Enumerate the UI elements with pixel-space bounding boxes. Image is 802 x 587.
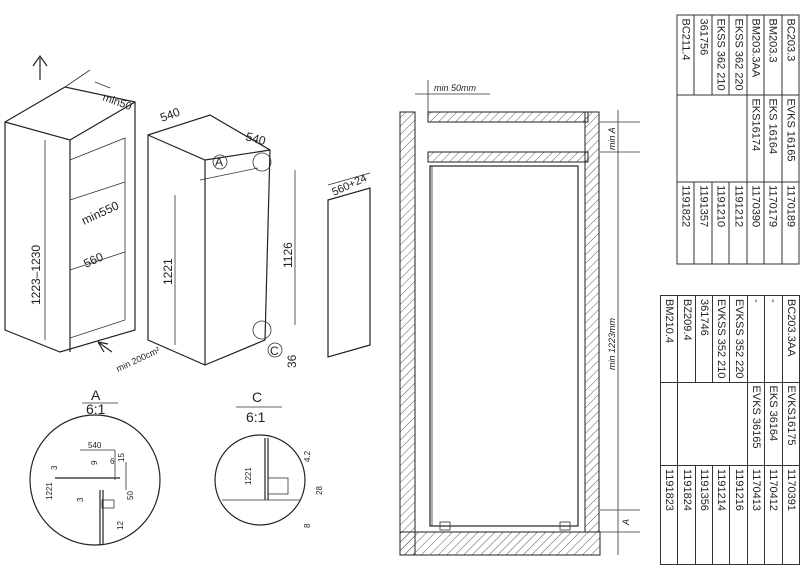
detail-c-title: C <box>252 389 262 405</box>
table-cell: EKS 36164 <box>764 382 783 466</box>
cabinet-height-label: 1223–1230 <box>29 245 43 305</box>
table-cell: EVKSS 352 220 <box>730 295 748 383</box>
table-cell: 1170179 <box>764 181 782 264</box>
cabinet-depth-label: min550 <box>79 198 121 227</box>
table-cell: 1170391 <box>782 465 800 565</box>
table-cell: EKSS 362 210 <box>711 15 730 95</box>
detail-marker-c: C <box>270 344 279 358</box>
table-cell-empty <box>660 382 678 466</box>
table-cell-empty <box>677 382 748 466</box>
table-cell: BM203.3AA <box>746 15 765 95</box>
door-width-label: 560+24 <box>330 172 369 199</box>
table-cell: BC203.3 <box>781 15 799 95</box>
vent-area-label: min 200cm² <box>115 345 162 374</box>
top-gap-label: min 50mm <box>434 83 477 93</box>
detail-c-dim: 1221 <box>244 467 253 485</box>
detail-a-dim: 3 <box>76 497 85 502</box>
detail-a-dim: 1221 <box>45 482 54 500</box>
detail-a-dim: 540 <box>88 441 102 450</box>
table-cell: BZ209.4 <box>677 295 696 383</box>
table-row: EVKSS 352 220 1191216 <box>677 295 748 565</box>
table-cell: 361756 <box>694 15 712 95</box>
installation-section: min 50mm min A min 1223mm A <box>399 80 640 556</box>
table-cell: 1191356 <box>695 465 713 565</box>
table-cell: 361746 <box>695 295 713 383</box>
detail-a-dim: 50 <box>126 491 135 500</box>
detail-c: C 6:1 1221 4.2 28 8 <box>214 389 324 528</box>
detail-a: A 6:1 540 9 6 15 3 1221 3 50 12 <box>29 387 161 546</box>
detail-a-dim: 9 <box>90 460 99 465</box>
a-label: A <box>621 519 631 526</box>
table-cell: EKSS 362 220 <box>729 15 747 95</box>
detail-c-dim: 8 <box>303 523 312 528</box>
appliance-view: 540 540 1221 1126 36 A C <box>147 105 299 368</box>
door-panel-view: 560+24 <box>327 172 371 358</box>
bottom-gap-label: 36 <box>285 354 299 368</box>
table-cell: EVKSS 352 210 <box>712 295 730 383</box>
table-cell: BM203.3 <box>764 15 782 95</box>
detail-a-scale: 6:1 <box>86 401 106 417</box>
table-cell: 1170413 <box>747 465 765 565</box>
table-cell: EVKS 16165 <box>781 94 799 182</box>
table-cell: 1191822 <box>677 181 695 264</box>
detail-a-title: A <box>91 387 101 403</box>
detail-a-dim: 15 <box>117 453 126 462</box>
table-cell: 1170412 <box>764 465 783 565</box>
table-cell: 1191214 <box>712 465 730 565</box>
table-cell: BC211.4 <box>677 15 695 95</box>
cabinet-niche-view: min50 1223–1230 min550 560 min 200cm² <box>4 54 162 374</box>
fridge-height-label: 1221 <box>161 258 175 285</box>
fridge-width-label: 540 <box>244 129 267 148</box>
detail-c-dim: 4.2 <box>303 450 312 462</box>
table-cell: 1191210 <box>711 181 730 264</box>
detail-a-dim: 6 <box>110 457 115 466</box>
table-row: BM210.4 1191823 <box>660 295 678 565</box>
table-cell: EVKS 36165 <box>747 382 765 466</box>
detail-a-dim: 3 <box>50 465 59 470</box>
detail-c-dim: 28 <box>315 486 324 495</box>
table-cell: - <box>747 295 765 383</box>
cabinet-min50-label: min50 <box>101 92 133 114</box>
airflow-arrow-icon <box>97 341 113 353</box>
min-a-label: min A <box>607 127 617 150</box>
detail-a-dim: 12 <box>116 521 125 530</box>
table-cell: 1191357 <box>694 181 712 264</box>
detail-c-scale: 6:1 <box>246 409 266 425</box>
table-cell: 1170189 <box>781 181 799 264</box>
detail-marker-a: A <box>215 155 223 169</box>
cabinet-width-label: 560 <box>81 249 105 270</box>
table-row: EKSS 362 220 1191212 <box>677 15 747 264</box>
table-cell: EKS 16164 <box>764 94 782 182</box>
table-cell: - <box>764 295 783 383</box>
table-cell: 1170390 <box>746 181 765 264</box>
table-cell: 1191823 <box>660 465 678 565</box>
table-cell: 1191212 <box>729 181 747 264</box>
fridge-depth-label: 540 <box>158 105 182 125</box>
table-cell: EVKS16175 <box>782 382 800 466</box>
min-height-label: min 1223mm <box>607 317 617 370</box>
hinge-height-label: 1126 <box>281 242 295 268</box>
table-cell: 1191216 <box>730 465 748 565</box>
table-cell: EKS16174 <box>746 94 765 182</box>
table-cell-empty <box>677 94 747 182</box>
table-cell: BC203.3AA <box>782 295 800 383</box>
table-cell: BM210.4 <box>660 295 678 383</box>
up-arrow-icon <box>32 54 48 80</box>
table-cell: 1191824 <box>677 465 696 565</box>
